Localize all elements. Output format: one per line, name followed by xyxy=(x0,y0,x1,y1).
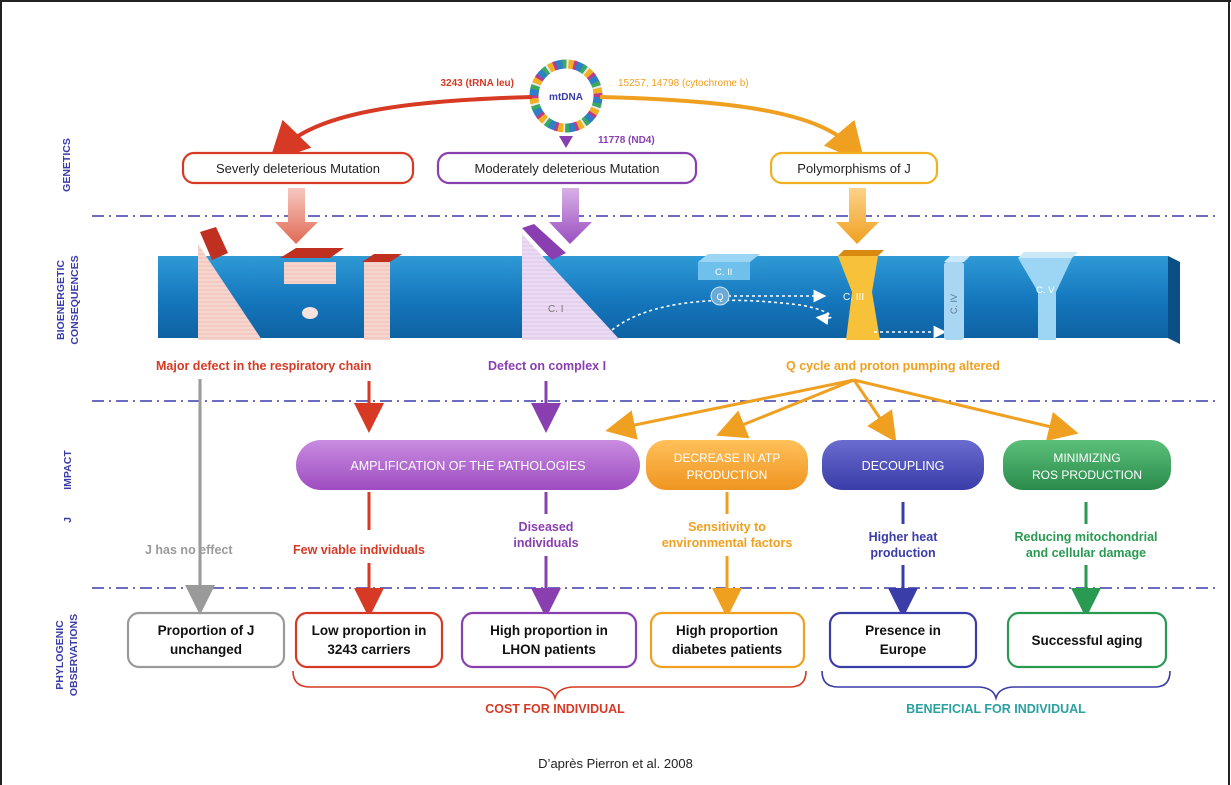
obs-unchanged-line1: Proportion of J xyxy=(158,623,255,638)
q-cycle-label: Q cycle and proton pumping altered xyxy=(786,359,1000,373)
section-label-impact: IMPACT xyxy=(62,450,74,490)
mtdna-ring xyxy=(529,59,603,133)
frame-left-border xyxy=(0,0,2,785)
arrow-orange-to-ros xyxy=(853,378,1079,442)
arrow-mtdna-to-polymorphism xyxy=(599,95,865,164)
q-molecule xyxy=(710,286,730,306)
arrow-mtdna-to-moderate xyxy=(559,136,573,148)
obs-aging-box xyxy=(1006,611,1168,669)
mutation-left-label: 3243 (tRNA leu) xyxy=(440,78,514,89)
obs-diabetes-line1: High proportion xyxy=(676,623,778,638)
complex-ii-label: C. II xyxy=(715,267,732,278)
obs-aging-label: Successful aging xyxy=(1031,633,1142,648)
section-label-observations: OBSERVATIONS xyxy=(68,614,80,696)
arrow-orange-to-atp xyxy=(716,378,855,439)
obs-lhon-box xyxy=(460,611,638,669)
obs-unchanged-line2: unchanged xyxy=(170,642,242,657)
mtdna-label: mtDNA xyxy=(549,92,583,103)
atp-pill xyxy=(646,440,808,490)
cytc-label: cyt c xyxy=(893,337,912,347)
complex-i-label: C. I xyxy=(548,304,564,315)
damaged-complex-group xyxy=(198,227,402,340)
obs-unchanged-box xyxy=(126,611,286,669)
section-label-phylogenic: PHYLOGENIC xyxy=(54,620,66,690)
moderate-mutation-box xyxy=(436,151,698,185)
complex-iv-label: C. IV xyxy=(949,294,959,314)
complex-v-label: C. V xyxy=(1036,285,1055,296)
frame-top-border xyxy=(0,0,1231,2)
thick-arrow-purple xyxy=(549,188,592,244)
cost-brace xyxy=(292,670,807,702)
obs-lhon-line2: LHON patients xyxy=(502,642,596,657)
atp-label-line1: DECREASE IN ATP xyxy=(674,451,780,465)
membrane xyxy=(158,256,1180,344)
q-cycle-path xyxy=(611,299,832,331)
sensitivity-label-line1: Sensitivity to xyxy=(688,520,766,534)
major-defect-label: Major defect in the respiratory chain xyxy=(156,359,371,373)
complex-iii-label: C. III xyxy=(843,292,864,303)
few-viable-label: Few viable individuals xyxy=(293,543,425,557)
mutation-bottom-label: 11778 (ND4) xyxy=(598,135,655,146)
beneficial-label: BENEFICIAL FOR INDIVIDUAL xyxy=(906,702,1086,716)
obs-europe-line2: Europe xyxy=(880,642,927,657)
diseased-label-line2: individuals xyxy=(513,536,578,550)
section-label-bioenergetic: BIOENERGETIC xyxy=(55,260,67,340)
decoupling-label: DECOUPLING xyxy=(862,459,945,473)
ros-pill xyxy=(1003,440,1171,490)
moderate-mutation-label: Moderately deleterious Mutation xyxy=(475,161,660,176)
complex-iv xyxy=(944,256,970,340)
complex-i xyxy=(522,224,620,340)
reducing-label-line1: Reducing mitochondrial xyxy=(1014,530,1157,544)
polymorphism-box xyxy=(769,151,939,185)
arrow-orange-to-amplification xyxy=(605,378,855,440)
no-effect-label: J has no effect xyxy=(145,543,233,557)
obs-europe-line1: Presence in xyxy=(865,623,941,638)
frame-right-border xyxy=(1228,0,1230,785)
thick-arrow-red xyxy=(275,188,318,244)
complex-ii xyxy=(698,254,760,280)
thick-arrow-orange xyxy=(836,188,879,244)
obs-lhon-line1: High proportion in xyxy=(490,623,608,638)
cost-label: COST FOR INDIVIDUAL xyxy=(485,702,625,716)
diseased-label-line1: Diseased xyxy=(519,520,574,534)
complex-v xyxy=(1018,252,1078,340)
arrow-mtdna-to-severe xyxy=(269,95,533,163)
caption: D’après Pierron et al. 2008 xyxy=(538,756,693,771)
mutation-right-label: 15257, 14798 (cytochrome b) xyxy=(618,78,749,89)
polymorphism-label: Polymorphisms of J xyxy=(797,161,910,176)
section-label-consequences: CONSEQUENCES xyxy=(69,255,81,344)
amplification-pill xyxy=(296,440,640,490)
ros-label-line1: MINIMIZING xyxy=(1053,451,1120,465)
heat-label-line1: Higher heat xyxy=(869,530,939,544)
beneficial-brace xyxy=(821,670,1171,702)
ros-label-line2: ROS PRODUCTION xyxy=(1032,468,1142,482)
heat-label-line2: production xyxy=(870,546,935,560)
decoupling-pill xyxy=(822,440,984,490)
obs-low-line1: Low proportion in xyxy=(312,623,427,638)
section-label-genetics: GENETICS xyxy=(61,138,73,192)
severe-mutation-label: Severly deleterious Mutation xyxy=(216,161,380,176)
reducing-label-line2: and cellular damage xyxy=(1026,546,1146,560)
arrow-orange-to-decoupling xyxy=(852,379,897,443)
severe-mutation-box xyxy=(181,151,415,185)
obs-low-line2: 3243 carriers xyxy=(327,642,410,657)
atp-label-line2: PRODUCTION xyxy=(687,468,768,482)
amplification-label: AMPLIFICATION OF THE PATHOLOGIES xyxy=(350,459,585,473)
obs-diabetes-line2: diabetes patients xyxy=(672,642,782,657)
complex-iii xyxy=(838,250,884,340)
obs-diabetes-box xyxy=(649,611,806,669)
defect-complex-i-label: Defect on complex I xyxy=(488,359,606,373)
sensitivity-label-line2: environmental factors xyxy=(662,536,793,550)
obs-europe-box xyxy=(828,611,978,669)
section-label-j: J xyxy=(62,517,74,523)
q-label: Q xyxy=(716,292,723,302)
obs-low-box xyxy=(294,611,444,669)
